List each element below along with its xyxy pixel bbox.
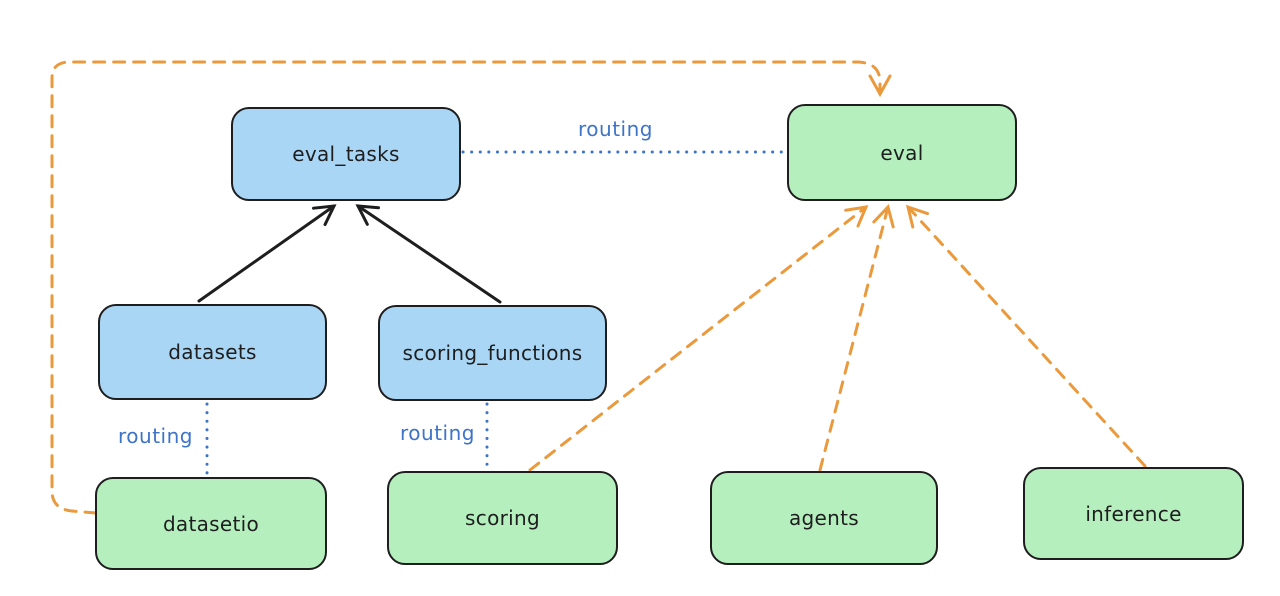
node-datasets-label: datasets [168, 340, 257, 364]
node-scoring-label: scoring [465, 506, 540, 530]
node-eval: eval [787, 104, 1017, 201]
edge-datasets-eval-tasks [197, 204, 337, 303]
edge-scoring-functions-eval-tasks [355, 204, 502, 304]
node-inference-label: inference [1085, 501, 1182, 526]
routing-label-eval-tasks-eval: routing [578, 117, 653, 141]
node-scoring-functions-label: scoring_functions [402, 341, 583, 365]
node-datasets: datasets [98, 304, 327, 400]
routing-label-scoring-functions-scoring: routing [400, 421, 475, 445]
node-agents: agents [710, 471, 938, 565]
node-eval-tasks: eval_tasks [231, 107, 461, 201]
routing-label-datasets-datasetio: routing [118, 424, 193, 448]
node-scoring: scoring [387, 471, 618, 565]
edge-inference-eval [905, 204, 1147, 468]
node-eval-tasks-label: eval_tasks [292, 142, 400, 166]
node-scoring-functions: scoring_functions [378, 305, 607, 401]
node-inference: inference [1023, 467, 1244, 560]
edge-scoring-eval [528, 205, 869, 472]
node-eval-label: eval [880, 140, 924, 165]
edge-agents-eval [818, 204, 895, 472]
edge-datasetio-eval [50, 60, 892, 515]
node-datasetio-label: datasetio [162, 511, 260, 536]
node-agents-label: agents [789, 506, 859, 530]
node-datasetio: datasetio [95, 477, 327, 570]
